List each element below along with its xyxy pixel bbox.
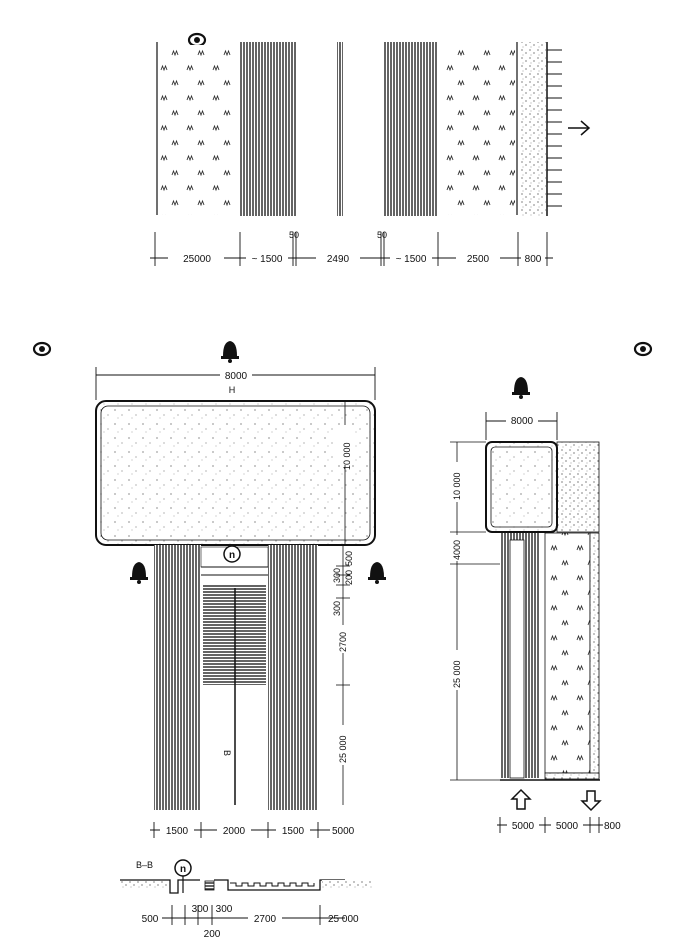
bell-icon bbox=[368, 562, 386, 584]
board bbox=[95, 400, 376, 546]
front-bottom-dim-2: 2000 bbox=[223, 826, 246, 837]
plan-forest-left bbox=[240, 42, 296, 216]
section-dim-500: 500 bbox=[142, 914, 159, 925]
side-backing-bottom bbox=[589, 532, 600, 779]
plan-forest-right bbox=[383, 42, 437, 216]
side-grass bbox=[544, 532, 591, 774]
arrow-up-icon bbox=[510, 788, 532, 810]
plan-dim-2: ~ 1500 bbox=[252, 254, 283, 265]
section-ground-left bbox=[120, 880, 170, 888]
side-width-dim: 8000 bbox=[511, 416, 534, 427]
side-dim-25000: 25 000 bbox=[452, 660, 462, 688]
bell-icon bbox=[512, 377, 530, 399]
plan-dim-3: 2490 bbox=[327, 254, 350, 265]
section-dim-200: 200 bbox=[204, 929, 221, 940]
plan-dim-4: ~ 1500 bbox=[396, 254, 427, 265]
eye-icon bbox=[187, 32, 207, 48]
marker-n: n bbox=[223, 545, 241, 563]
front-bottom-dim-4: 5000 bbox=[332, 826, 355, 837]
svg-text:n: n bbox=[180, 864, 186, 875]
section-title: B–B bbox=[136, 860, 153, 870]
side-view: 8000 10 000 4000 25 000 bbox=[450, 341, 653, 833]
plan-dotted-strip bbox=[519, 42, 546, 216]
front-dim-500: 500 bbox=[344, 551, 354, 566]
front-view: 8000 H 10 000 n B bbox=[32, 341, 386, 838]
section-b-b: B–B n 500 300 300 2700 25 000 200 bbox=[120, 859, 372, 940]
section-dim-300b: 300 bbox=[216, 904, 233, 915]
plan-grass-left bbox=[158, 45, 236, 215]
front-dim-300a: 300 bbox=[332, 568, 342, 583]
eye-icon bbox=[633, 341, 653, 357]
front-bottom-dim-3: 1500 bbox=[282, 826, 305, 837]
plan-dim-1: 25000 bbox=[183, 254, 211, 265]
plan-small-dim-2: 50 bbox=[377, 230, 387, 240]
front-width-dim: 8000 bbox=[225, 371, 248, 382]
forest-right bbox=[268, 545, 318, 810]
plan-dim-6: 800 bbox=[525, 254, 542, 265]
plan-dim-5: 2500 bbox=[467, 254, 490, 265]
side-bottom-dim-1: 5000 bbox=[512, 821, 535, 832]
arrow-right-icon bbox=[568, 120, 591, 136]
board-height-dim: 10 000 bbox=[342, 442, 352, 470]
section-dim-25000: 25 000 bbox=[328, 914, 359, 925]
side-backing-top bbox=[556, 441, 600, 533]
front-bottom-dim-1: 1500 bbox=[166, 826, 189, 837]
section-ground-right bbox=[322, 880, 372, 888]
svg-text:n: n bbox=[229, 550, 235, 561]
front-dim-200: 200 bbox=[344, 570, 354, 585]
bell-icon bbox=[221, 341, 239, 363]
plan-center-strip bbox=[337, 42, 343, 216]
side-dim-4000: 4000 bbox=[452, 540, 462, 560]
side-bottom-dim-3: 800 bbox=[604, 821, 621, 832]
section-dim-300a: 300 bbox=[192, 904, 209, 915]
side-dim-10000: 10 000 bbox=[452, 472, 462, 500]
front-dim-2700: 2700 bbox=[338, 632, 348, 652]
eye-icon bbox=[32, 341, 52, 357]
front-dim-300b: 300 bbox=[332, 601, 342, 616]
front-dim-25000: 25 000 bbox=[338, 735, 348, 763]
top-plan: 25000 ~ 1500 2490 ~ 1500 2500 800 50 50 bbox=[150, 32, 591, 266]
section-dim-2700: 2700 bbox=[254, 914, 277, 925]
side-bottom-dim-2: 5000 bbox=[556, 821, 579, 832]
plan-comb-edge bbox=[546, 42, 562, 216]
board-label: H bbox=[229, 385, 236, 395]
plan-grass-right bbox=[440, 45, 515, 215]
side-board bbox=[485, 441, 558, 533]
bell-icon bbox=[130, 562, 148, 584]
forest-left bbox=[154, 545, 201, 810]
section-marker-n: n bbox=[174, 859, 192, 877]
arrow-down-icon bbox=[580, 790, 602, 812]
plan-small-dim-1: 50 bbox=[289, 230, 299, 240]
path-label: B bbox=[222, 750, 232, 756]
